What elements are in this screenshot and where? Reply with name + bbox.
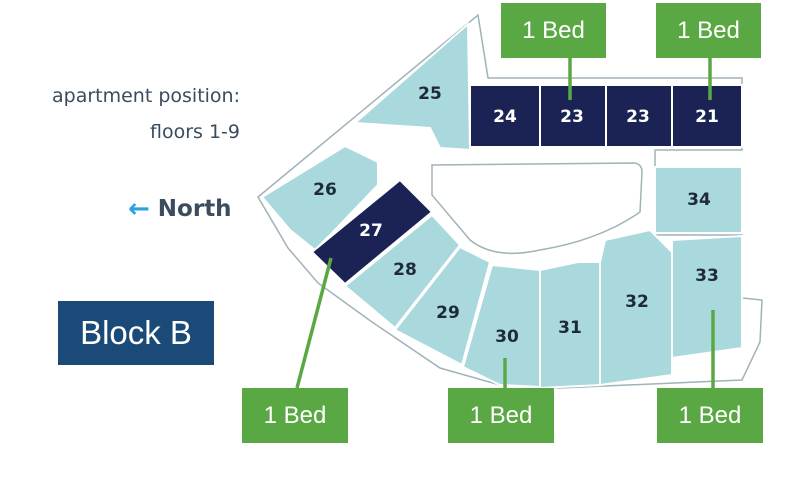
unit-23a[interactable]: 23 bbox=[539, 84, 607, 148]
unit-number: 23 bbox=[626, 107, 650, 127]
unit-number: 24 bbox=[493, 107, 517, 127]
unit-34[interactable]: 34 bbox=[654, 166, 743, 234]
unit-number: 31 bbox=[558, 318, 582, 338]
unit-number: 21 bbox=[695, 107, 719, 127]
unit-number: 34 bbox=[687, 190, 711, 210]
unit-33[interactable]: 33 bbox=[671, 234, 743, 360]
unit-26[interactable]: 26 bbox=[260, 144, 379, 252]
unit-25[interactable]: 25 bbox=[352, 21, 472, 152]
unit-24[interactable]: 24 bbox=[469, 84, 541, 148]
block-label: Block B bbox=[58, 301, 214, 365]
north-label: North bbox=[157, 196, 232, 222]
one-bed-tag: 1 Bed bbox=[242, 388, 348, 443]
unit-21[interactable]: 21 bbox=[671, 84, 743, 148]
legend-title: apartment position: bbox=[52, 85, 240, 107]
unit-number: 25 bbox=[418, 84, 442, 104]
unit-28[interactable]: 28 bbox=[343, 213, 462, 330]
one-bed-tag: 1 Bed bbox=[448, 388, 554, 443]
unit-number: 27 bbox=[359, 221, 383, 241]
unit-number: 26 bbox=[313, 180, 337, 200]
unit-number: 23 bbox=[560, 107, 584, 127]
one-bed-tag: 1 Bed bbox=[656, 3, 761, 58]
unit-number: 32 bbox=[625, 292, 649, 312]
unit-29[interactable]: 29 bbox=[393, 245, 492, 367]
unit-number: 29 bbox=[436, 303, 460, 323]
unit-number: 33 bbox=[695, 266, 719, 286]
leader-line bbox=[295, 257, 333, 389]
north-indicator: ← North bbox=[128, 196, 232, 222]
unit-27[interactable]: 27 bbox=[310, 178, 434, 286]
legend-floors: floors 1-9 bbox=[150, 121, 240, 143]
unit-number: 28 bbox=[393, 260, 417, 280]
one-bed-tag: 1 Bed bbox=[501, 3, 606, 58]
unit-number: 30 bbox=[495, 327, 519, 347]
unit-31[interactable]: 31 bbox=[539, 261, 601, 390]
unit-23b[interactable]: 23 bbox=[605, 84, 673, 148]
one-bed-tag: 1 Bed bbox=[657, 388, 763, 443]
arrow-left-icon: ← bbox=[128, 194, 150, 224]
central-island bbox=[431, 162, 643, 255]
unit-32[interactable]: 32 bbox=[599, 228, 673, 387]
